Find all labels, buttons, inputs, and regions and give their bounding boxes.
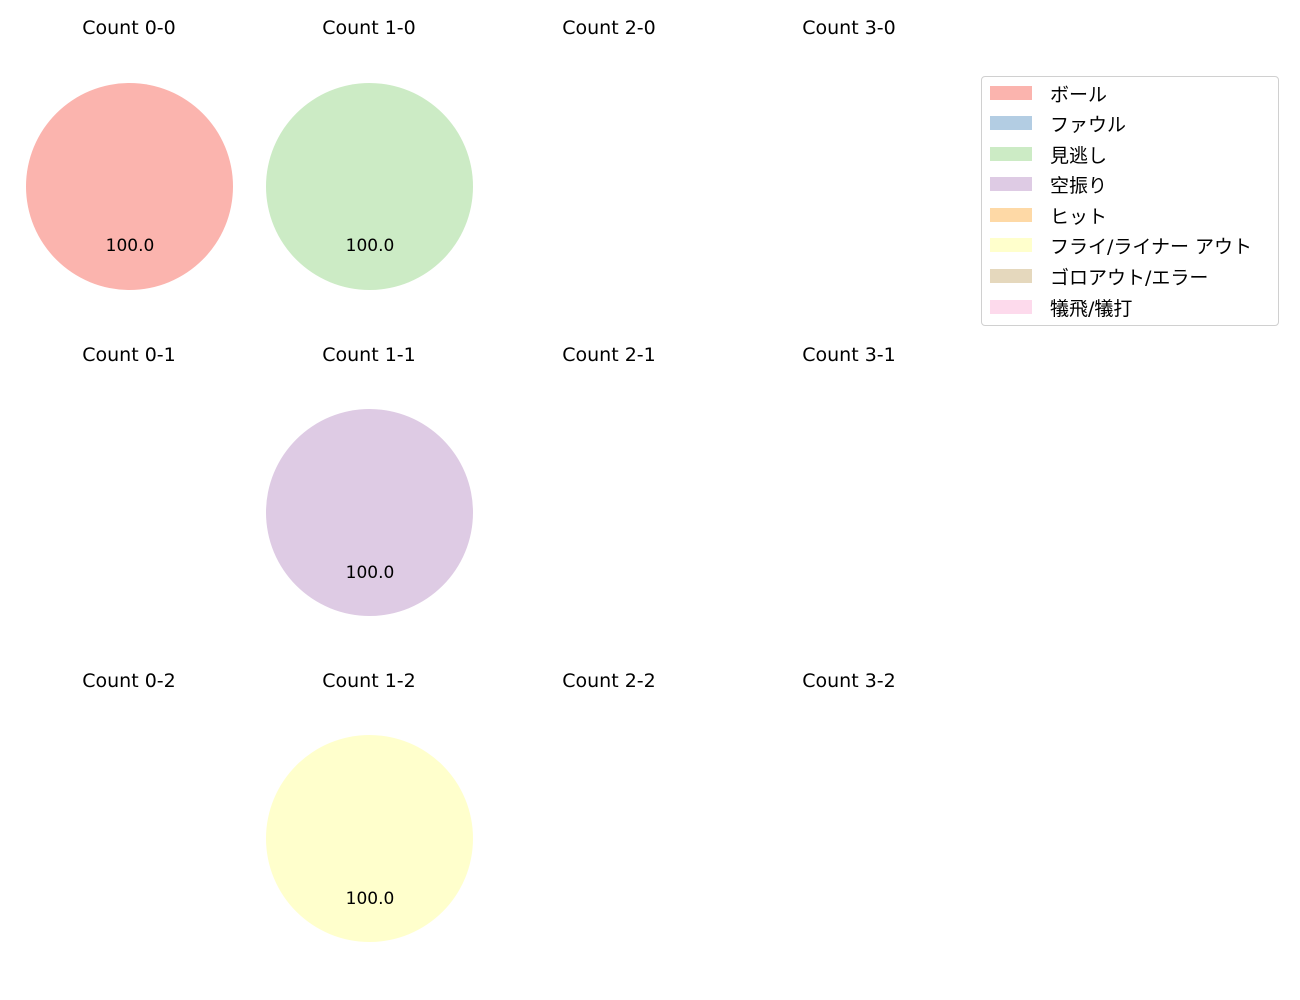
pie-label-1-2: 100.0 xyxy=(345,889,395,909)
legend-item-called-strike: 見逃し xyxy=(990,144,1107,167)
legend-swatch xyxy=(990,269,1032,283)
chart-title-3-2: Count 3-2 xyxy=(802,670,896,692)
legend-label: ゴロアウト/エラー xyxy=(1050,266,1209,289)
legend-label: フライ/ライナー アウト xyxy=(1050,235,1253,258)
chart-title-3-1: Count 3-1 xyxy=(802,344,896,366)
legend-swatch xyxy=(990,86,1032,100)
chart-title-3-0: Count 3-0 xyxy=(802,17,896,39)
legend-label: ファウル xyxy=(1050,113,1127,136)
chart-title-0-0: Count 0-0 xyxy=(82,17,176,39)
pie-count-1-2 xyxy=(266,735,473,942)
legend-item-ball: ボール xyxy=(990,83,1107,106)
legend-swatch xyxy=(990,147,1032,161)
legend-label: 見逃し xyxy=(1050,144,1108,167)
legend-label: ボール xyxy=(1050,83,1108,106)
legend-swatch xyxy=(990,300,1032,314)
pie-count-0-0 xyxy=(26,83,233,290)
chart-title-1-0: Count 1-0 xyxy=(322,17,416,39)
legend-item-swinging-strike: 空振り xyxy=(990,174,1107,197)
legend-swatch xyxy=(990,238,1032,252)
legend-item-foul: ファウル xyxy=(990,113,1126,136)
pie-label-1-0: 100.0 xyxy=(345,236,395,256)
legend-swatch xyxy=(990,177,1032,191)
legend-label: 空振り xyxy=(1050,174,1108,197)
chart-title-2-0: Count 2-0 xyxy=(562,17,656,39)
pie-label-1-1: 100.0 xyxy=(345,563,395,583)
legend-item-hit: ヒット xyxy=(990,205,1107,228)
chart-title-0-2: Count 0-2 xyxy=(82,670,176,692)
chart-title-0-1: Count 0-1 xyxy=(82,344,176,366)
pie-count-1-1 xyxy=(266,409,473,616)
legend-swatch xyxy=(990,208,1032,222)
pie-label-0-0: 100.0 xyxy=(105,236,155,256)
chart-title-2-2: Count 2-2 xyxy=(562,670,656,692)
pie-count-1-0 xyxy=(266,83,473,290)
legend-label: ヒット xyxy=(1050,205,1108,228)
legend-item-sacrifice: 犠飛/犠打 xyxy=(990,297,1132,320)
chart-title-2-1: Count 2-1 xyxy=(562,344,656,366)
chart-title-1-2: Count 1-2 xyxy=(322,670,416,692)
legend-label: 犠飛/犠打 xyxy=(1050,297,1133,320)
legend: ボール ファウル 見逃し 空振り ヒット フライ/ライナー アウト ゴロアウト/… xyxy=(981,76,1279,326)
legend-swatch xyxy=(990,116,1032,130)
legend-item-ground-out: ゴロアウト/エラー xyxy=(990,266,1208,289)
legend-item-fly-out: フライ/ライナー アウト xyxy=(990,235,1252,258)
chart-title-1-1: Count 1-1 xyxy=(322,344,416,366)
